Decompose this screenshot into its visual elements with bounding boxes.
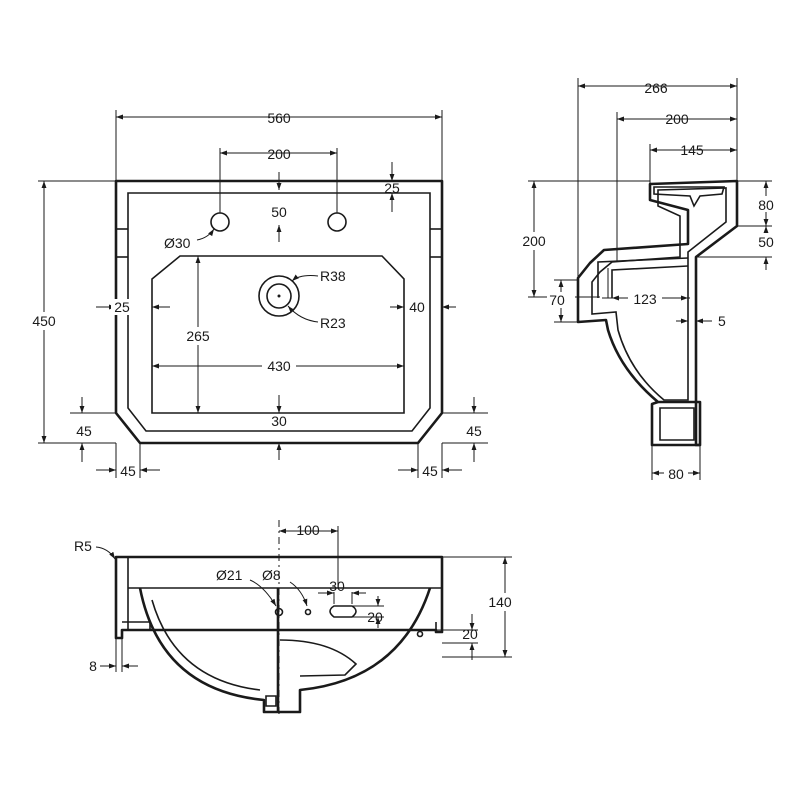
dim-wall-5: 5	[718, 313, 726, 329]
dim-top-margin: 25	[384, 180, 400, 196]
dim-overflow-diameter: Ø8	[262, 567, 281, 583]
dim-chamfer-right-h: 45	[422, 463, 438, 479]
dim-corner-radius: R5	[74, 538, 92, 554]
bowl-outline	[151, 255, 405, 414]
dim-tap-centres: 200	[267, 146, 291, 162]
dim-depth-200: 200	[665, 111, 689, 127]
dim-bowl-width: 430	[267, 358, 291, 374]
tap-hole-left	[210, 212, 230, 232]
dim-overflow-length: 123	[633, 291, 657, 307]
dim-height-70: 70	[549, 292, 565, 308]
dim-height-140: 140	[488, 594, 512, 610]
dim-depth: 450	[32, 313, 56, 329]
dim-waste-diameter: Ø21	[216, 567, 243, 583]
dim-slot-width: 30	[329, 578, 345, 594]
plan-view: 560 200 25 50 Ø30 450 R38 R23 265	[27, 110, 488, 479]
waste-outer	[258, 275, 300, 317]
overflow-hole	[304, 608, 312, 616]
overflow-slot	[329, 605, 357, 618]
dim-hole-offset: 50	[271, 204, 287, 220]
dim-height-200: 200	[522, 233, 546, 249]
dim-tap-hole-diameter: Ø30	[164, 235, 191, 251]
dim-height-50: 50	[758, 234, 774, 250]
front-bowl	[138, 587, 280, 714]
dim-left-margin: 25	[114, 299, 130, 315]
dim-waste-offset: 100	[296, 522, 320, 538]
dim-chamfer-right-v: 45	[466, 423, 482, 439]
dim-width: 560	[267, 110, 291, 126]
dim-waste-inner-radius: R23	[320, 315, 346, 331]
dim-bowl-depth: 265	[186, 328, 210, 344]
tap-hole-right	[327, 212, 347, 232]
dim-height-80: 80	[758, 197, 774, 213]
waste-inner	[266, 283, 292, 309]
waste-hole	[274, 607, 284, 617]
dim-overall-depth: 266	[644, 80, 668, 96]
dim-right-margin: 40	[409, 299, 425, 315]
dim-chamfer-left-h: 45	[120, 463, 136, 479]
side-view: 266 200 145 200 70 123 80 50	[517, 78, 778, 482]
dim-thickness-8: 8	[89, 658, 97, 674]
front-view: 100 Ø21 Ø8 30 20 140 20	[74, 520, 519, 718]
dim-depth-145: 145	[680, 142, 704, 158]
basin-ledge	[127, 192, 431, 432]
side-section-outline	[576, 179, 739, 447]
dim-base-80: 80	[668, 466, 684, 482]
dim-height-20: 20	[462, 626, 478, 642]
dim-front-margin: 30	[271, 413, 287, 429]
dim-waste-outer-radius: R38	[320, 268, 346, 284]
dim-chamfer-left-v: 45	[76, 423, 92, 439]
dim-slot-height: 20	[367, 609, 383, 625]
